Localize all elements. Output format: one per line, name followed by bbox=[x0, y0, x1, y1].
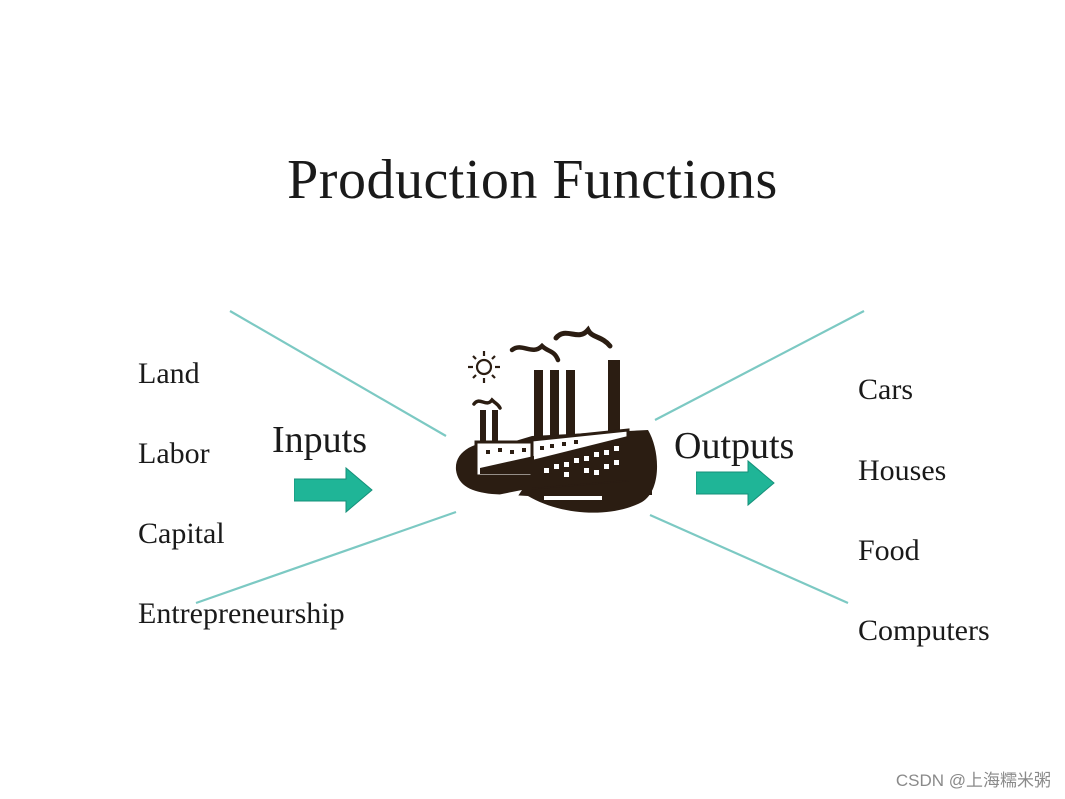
connector-line-bottom-right bbox=[649, 513, 849, 605]
output-item-houses: Houses bbox=[858, 454, 947, 487]
inputs-label: Inputs bbox=[272, 419, 367, 461]
watermark: CSDN @上海糯米粥 bbox=[895, 771, 1051, 790]
output-item-food: Food bbox=[858, 534, 920, 567]
connector-line-top-left bbox=[229, 310, 447, 437]
outputs-label: Outputs bbox=[674, 425, 795, 467]
input-item-capital: Capital bbox=[138, 517, 225, 550]
output-item-cars: Cars bbox=[858, 373, 913, 406]
factory-icon bbox=[455, 325, 658, 513]
output-item-computers: Computers bbox=[858, 614, 990, 647]
input-item-labor: Labor bbox=[138, 437, 210, 470]
sun-icon bbox=[468, 351, 500, 383]
outputs-arrow-icon bbox=[696, 459, 775, 507]
input-item-entrepreneurship: Entrepreneurship bbox=[138, 597, 345, 630]
connector-line-bottom-left bbox=[195, 510, 457, 605]
input-item-land: Land bbox=[138, 357, 200, 390]
inputs-arrow-icon bbox=[294, 466, 373, 514]
page-title: Production Functions bbox=[287, 149, 778, 211]
connector-line-top-right bbox=[654, 310, 865, 421]
